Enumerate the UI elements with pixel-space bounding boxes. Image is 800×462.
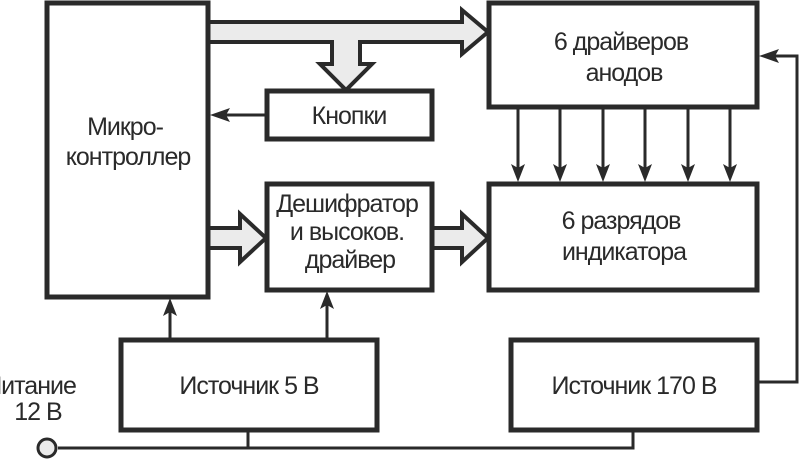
anode-drivers-label-line: 6 драйверов	[554, 28, 689, 56]
power-input-label-line: Питание	[0, 372, 76, 400]
anode-arrows	[511, 108, 737, 182]
decoder-label-line: драйвер	[305, 246, 395, 274]
anode-drivers-label-line: анодов	[586, 59, 664, 87]
arrowhead-icon	[638, 164, 652, 182]
power-input-label: Питание 12 В	[0, 372, 82, 426]
psu-170v-label: Источник 170 В	[551, 372, 716, 400]
indicator-label-line: индикатора	[562, 238, 687, 266]
power-input-terminal	[36, 437, 58, 459]
arrowhead-icon	[723, 164, 737, 182]
arrowhead-icon	[511, 164, 525, 182]
bus-mcu-to-decoder	[206, 209, 269, 267]
indicator-block	[486, 181, 760, 293]
psu170-to-drivers-line	[757, 54, 799, 384]
bus-mcu-to-drivers-and-buttons	[206, 5, 492, 93]
arrowhead-icon	[210, 108, 230, 122]
anode-drivers-label: 6 драйверов анодов	[554, 28, 694, 87]
arrowhead-icon	[163, 298, 177, 316]
decoder-label-line: и высоков.	[290, 218, 404, 246]
indicator-label-line: 6 разрядов	[562, 207, 681, 235]
arrowhead-icon	[553, 164, 567, 182]
mcu-label-line: Микро-	[87, 113, 164, 141]
decoder-label-line: Дешифратор	[276, 190, 418, 218]
mcu-label-line: контроллер	[66, 143, 191, 171]
power-bus-line	[58, 430, 635, 450]
decoder-block	[264, 181, 435, 293]
power-input-label-line: 12 В	[14, 398, 62, 426]
arrowhead-icon	[596, 164, 610, 182]
psu-170v-block	[508, 337, 760, 433]
decoder-label: Дешифратор и высоков. драйвер	[276, 190, 424, 274]
anode-drivers-block	[486, 0, 760, 110]
mcu-block	[44, 0, 211, 300]
arrowhead-icon	[320, 291, 334, 309]
arrowhead-icon	[681, 164, 695, 182]
mcu-label: Микро- контроллер	[66, 113, 191, 171]
arrowhead-icon	[759, 49, 779, 63]
buttons-label: Кнопки	[312, 102, 387, 130]
bus-decoder-to-indicator	[430, 209, 491, 267]
indicator-label: 6 разрядов индикатора	[562, 207, 687, 266]
buttons-block	[264, 88, 435, 142]
psu-5v-label: Источник 5 В	[179, 372, 319, 400]
